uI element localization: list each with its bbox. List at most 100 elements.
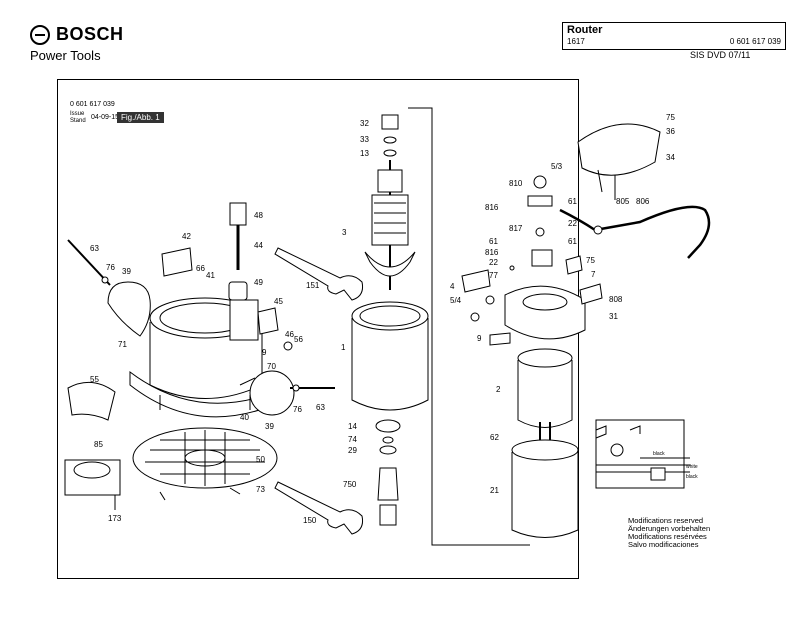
callout-62: 62 — [490, 433, 499, 442]
brush-ring — [504, 285, 586, 340]
power-cord — [559, 205, 711, 259]
callout-71: 71 — [118, 340, 127, 349]
callout-7: 7 — [591, 270, 596, 279]
wrench-lower — [274, 481, 363, 535]
callout-44: 44 — [254, 241, 263, 250]
issue-label-de: Stand — [70, 118, 86, 124]
chip-shield — [67, 381, 116, 421]
callout-75-mid: 75 — [586, 256, 595, 265]
callout-31: 31 — [609, 312, 618, 321]
callout-151: 151 — [306, 281, 320, 290]
wire-label-white: white — [686, 464, 698, 470]
callout-42: 42 — [182, 232, 191, 241]
figure-label: Fig./Abb. 1 — [117, 112, 164, 123]
issue-label-en: Issue — [70, 111, 85, 117]
wrench-upper — [274, 247, 363, 301]
callout-173: 173 — [108, 514, 122, 523]
sub-base-adapter — [64, 459, 121, 510]
leader-right-edge — [408, 107, 530, 546]
callout-1: 1 — [341, 343, 346, 352]
callout-22-top: 22 — [568, 219, 577, 228]
bosch-logo-icon — [30, 24, 50, 45]
stator — [517, 348, 573, 428]
handle-screw-left — [67, 239, 111, 286]
handle-screw-right — [290, 384, 335, 392]
small-parts-right — [489, 265, 603, 346]
callout-808: 808 — [609, 295, 623, 304]
sheet-part-number: 0 601 617 039 — [70, 101, 115, 108]
callout-4: 4 — [450, 282, 455, 291]
router-base-housing — [129, 297, 286, 418]
issue-date: 04-09-15 — [91, 114, 120, 121]
callout-817: 817 — [509, 224, 523, 233]
callout-34: 34 — [666, 153, 675, 162]
collet-parts — [375, 419, 401, 526]
callout-22-mid: 22 — [489, 258, 498, 267]
callout-66: 66 — [196, 264, 205, 273]
note-line: Modifications reserved — [628, 516, 704, 525]
product-info-box: Router 1617 0 601 617 039 — [562, 22, 786, 50]
callout-29: 29 — [348, 446, 357, 455]
callout-50: 50 — [256, 455, 265, 464]
callout-750: 750 — [343, 480, 357, 489]
depth-adjust-rod — [228, 202, 248, 301]
callout-806: 806 — [636, 197, 650, 206]
callout-13: 13 — [360, 149, 369, 158]
callout-55: 55 — [90, 375, 99, 384]
wiring-schematic — [595, 419, 690, 489]
callout-76-right: 76 — [293, 405, 302, 414]
note-line: Salvo modificaciones — [628, 540, 699, 549]
callout-61-mid-right: 61 — [568, 237, 577, 246]
motor-cap — [577, 123, 661, 200]
callout-3: 3 — [342, 228, 347, 237]
callout-74: 74 — [348, 435, 357, 444]
callout-63-right: 63 — [316, 403, 325, 412]
issue-label: Issue Stand — [70, 111, 86, 125]
callout-48: 48 — [254, 211, 263, 220]
callout-56: 56 — [294, 335, 303, 344]
callout-816-mid: 816 — [485, 248, 499, 257]
base-plate — [132, 427, 278, 489]
callout-45: 45 — [274, 297, 283, 306]
callout-9-left: 9 — [262, 348, 267, 357]
clamp-lever — [257, 307, 293, 351]
callout-5-3: 5/3 — [551, 162, 563, 171]
callout-150: 150 — [303, 516, 317, 525]
armature-parts — [364, 114, 416, 290]
motor-can — [511, 439, 579, 538]
callout-41: 41 — [206, 271, 215, 280]
callout-5-4: 5/4 — [450, 296, 462, 305]
handle-knob-left — [107, 281, 151, 337]
callout-2: 2 — [496, 385, 501, 394]
callout-810: 810 — [509, 179, 523, 188]
callout-33: 33 — [360, 135, 369, 144]
handle-knob-right — [239, 370, 295, 416]
callout-40: 40 — [240, 413, 249, 422]
model-number: 1617 — [567, 37, 585, 46]
switch-assembly — [527, 175, 553, 267]
callout-14: 14 — [348, 422, 357, 431]
callout-32: 32 — [360, 119, 369, 128]
brush-holders — [461, 255, 583, 322]
callout-61-mid-left: 61 — [489, 237, 498, 246]
depth-bracket — [161, 247, 193, 277]
callout-816-top: 816 — [485, 203, 499, 212]
callout-76-left: 76 — [106, 263, 115, 272]
division-label: Power Tools — [30, 48, 101, 63]
callout-77: 77 — [489, 271, 498, 280]
callout-49: 49 — [254, 278, 263, 287]
callout-46: 46 — [285, 330, 294, 339]
motor-housing — [351, 301, 429, 411]
callout-39-right: 39 — [265, 422, 274, 431]
callout-9-right: 9 — [477, 334, 482, 343]
modification-notes: Modifications reserved Änderungen vorbeh… — [628, 517, 710, 549]
product-name: Router — [567, 24, 603, 36]
callout-61-top: 61 — [568, 197, 577, 206]
brand-name: BOSCH — [56, 24, 124, 44]
callout-85: 85 — [94, 440, 103, 449]
sis-version: SIS DVD 07/11 — [690, 50, 751, 60]
callout-73: 73 — [256, 485, 265, 494]
callout-70: 70 — [267, 362, 276, 371]
